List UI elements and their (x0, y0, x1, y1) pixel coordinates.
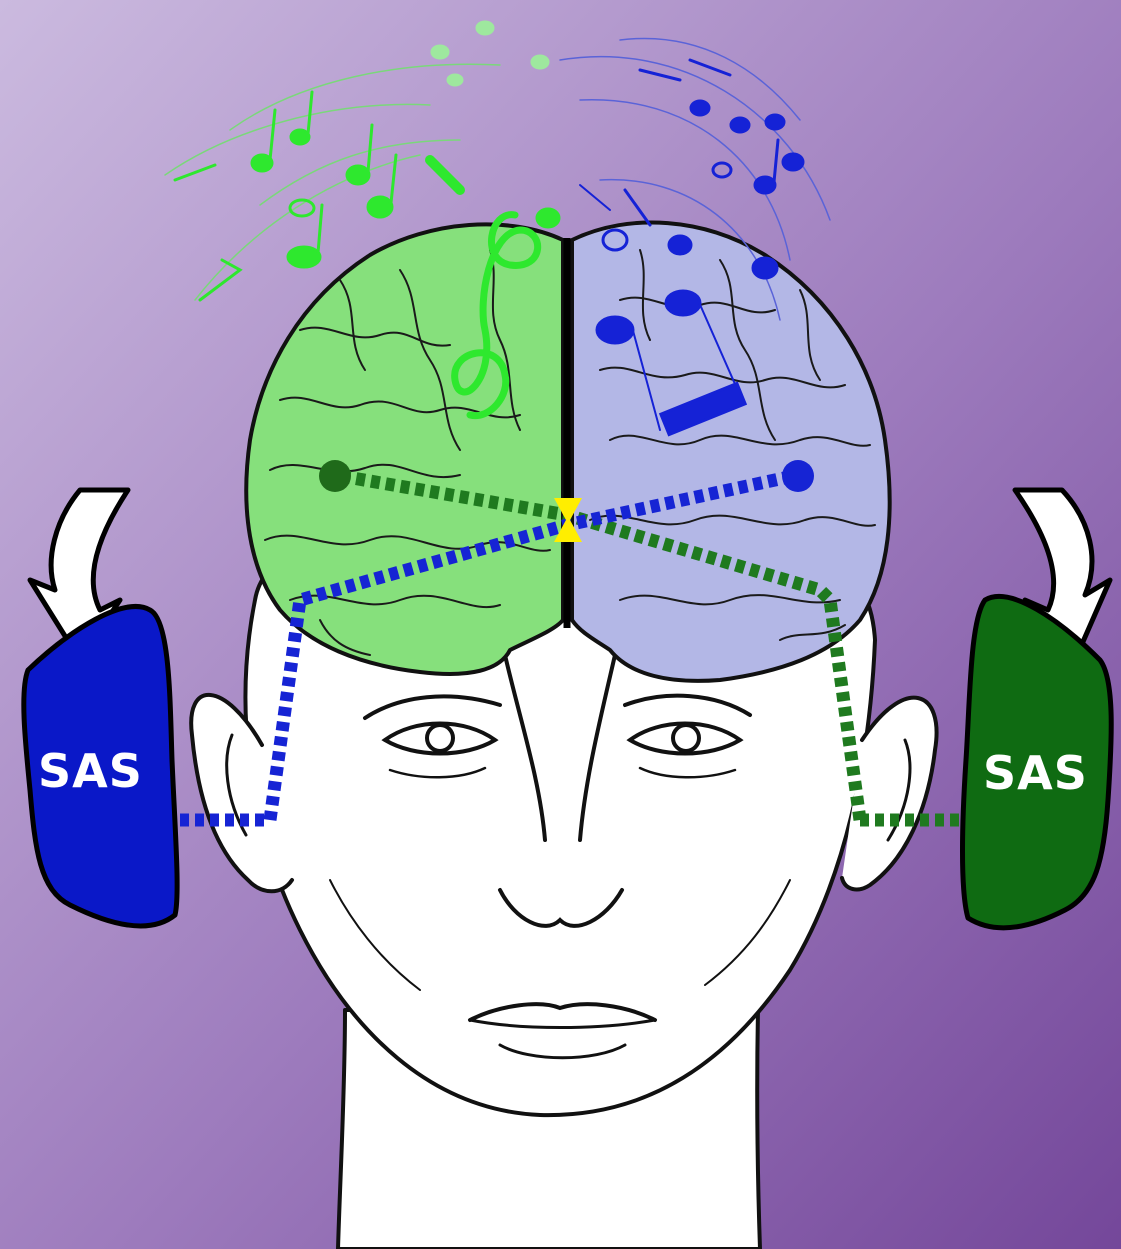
right-earcup-label: SAS (983, 750, 1088, 796)
brain (246, 222, 889, 680)
blue-endpoint (782, 460, 814, 492)
left-earcup-label: SAS (38, 748, 143, 794)
green-endpoint (319, 460, 351, 492)
